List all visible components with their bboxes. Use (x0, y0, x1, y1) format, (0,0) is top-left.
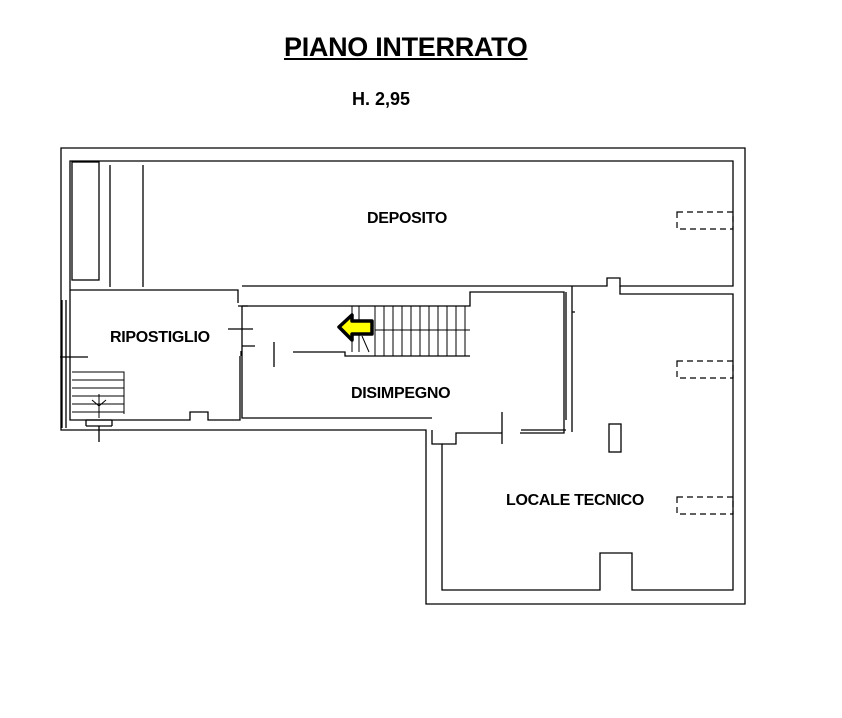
outer-wall-outline (60, 147, 746, 605)
stair-wall (293, 351, 470, 357)
stairs-lower-left (72, 371, 125, 418)
ripostiglio-walls (69, 289, 248, 421)
inner-wall-lower (431, 286, 734, 591)
disimpegno-left-wall (241, 306, 432, 419)
left-column-box (71, 161, 100, 281)
arrow-left-icon (337, 313, 374, 342)
room-label-deposito: DEPOSITO (367, 210, 447, 227)
service-column (608, 423, 622, 453)
door-openings (60, 328, 566, 444)
dashed-vent-deposito (676, 211, 734, 230)
disimpegno-walls (242, 291, 565, 445)
door-locale-tecnico (501, 412, 566, 444)
room-label-locale-tecnico: LOCALE TECNICO (506, 492, 644, 509)
dashed-openings (676, 211, 734, 515)
door-stair-bottom (86, 419, 112, 442)
deposito-strip (109, 165, 144, 287)
ceiling-height-label: H. 2,95 (352, 89, 411, 109)
room-label-disimpegno: DISIMPEGNO (351, 385, 450, 402)
room-label-ripostiglio: RIPOSTIGLIO (110, 329, 210, 346)
door-stair-bottom-box (85, 420, 113, 426)
door-ripostiglio (228, 328, 255, 356)
dashed-vent-locale-lower (676, 496, 734, 515)
walls (60, 147, 746, 605)
disimpegno-right-wall (565, 286, 575, 432)
page-title: PIANO INTERRATO (284, 32, 528, 62)
dashed-vent-locale-upper (676, 360, 734, 379)
ripostiglio-inner-wall (61, 300, 67, 428)
